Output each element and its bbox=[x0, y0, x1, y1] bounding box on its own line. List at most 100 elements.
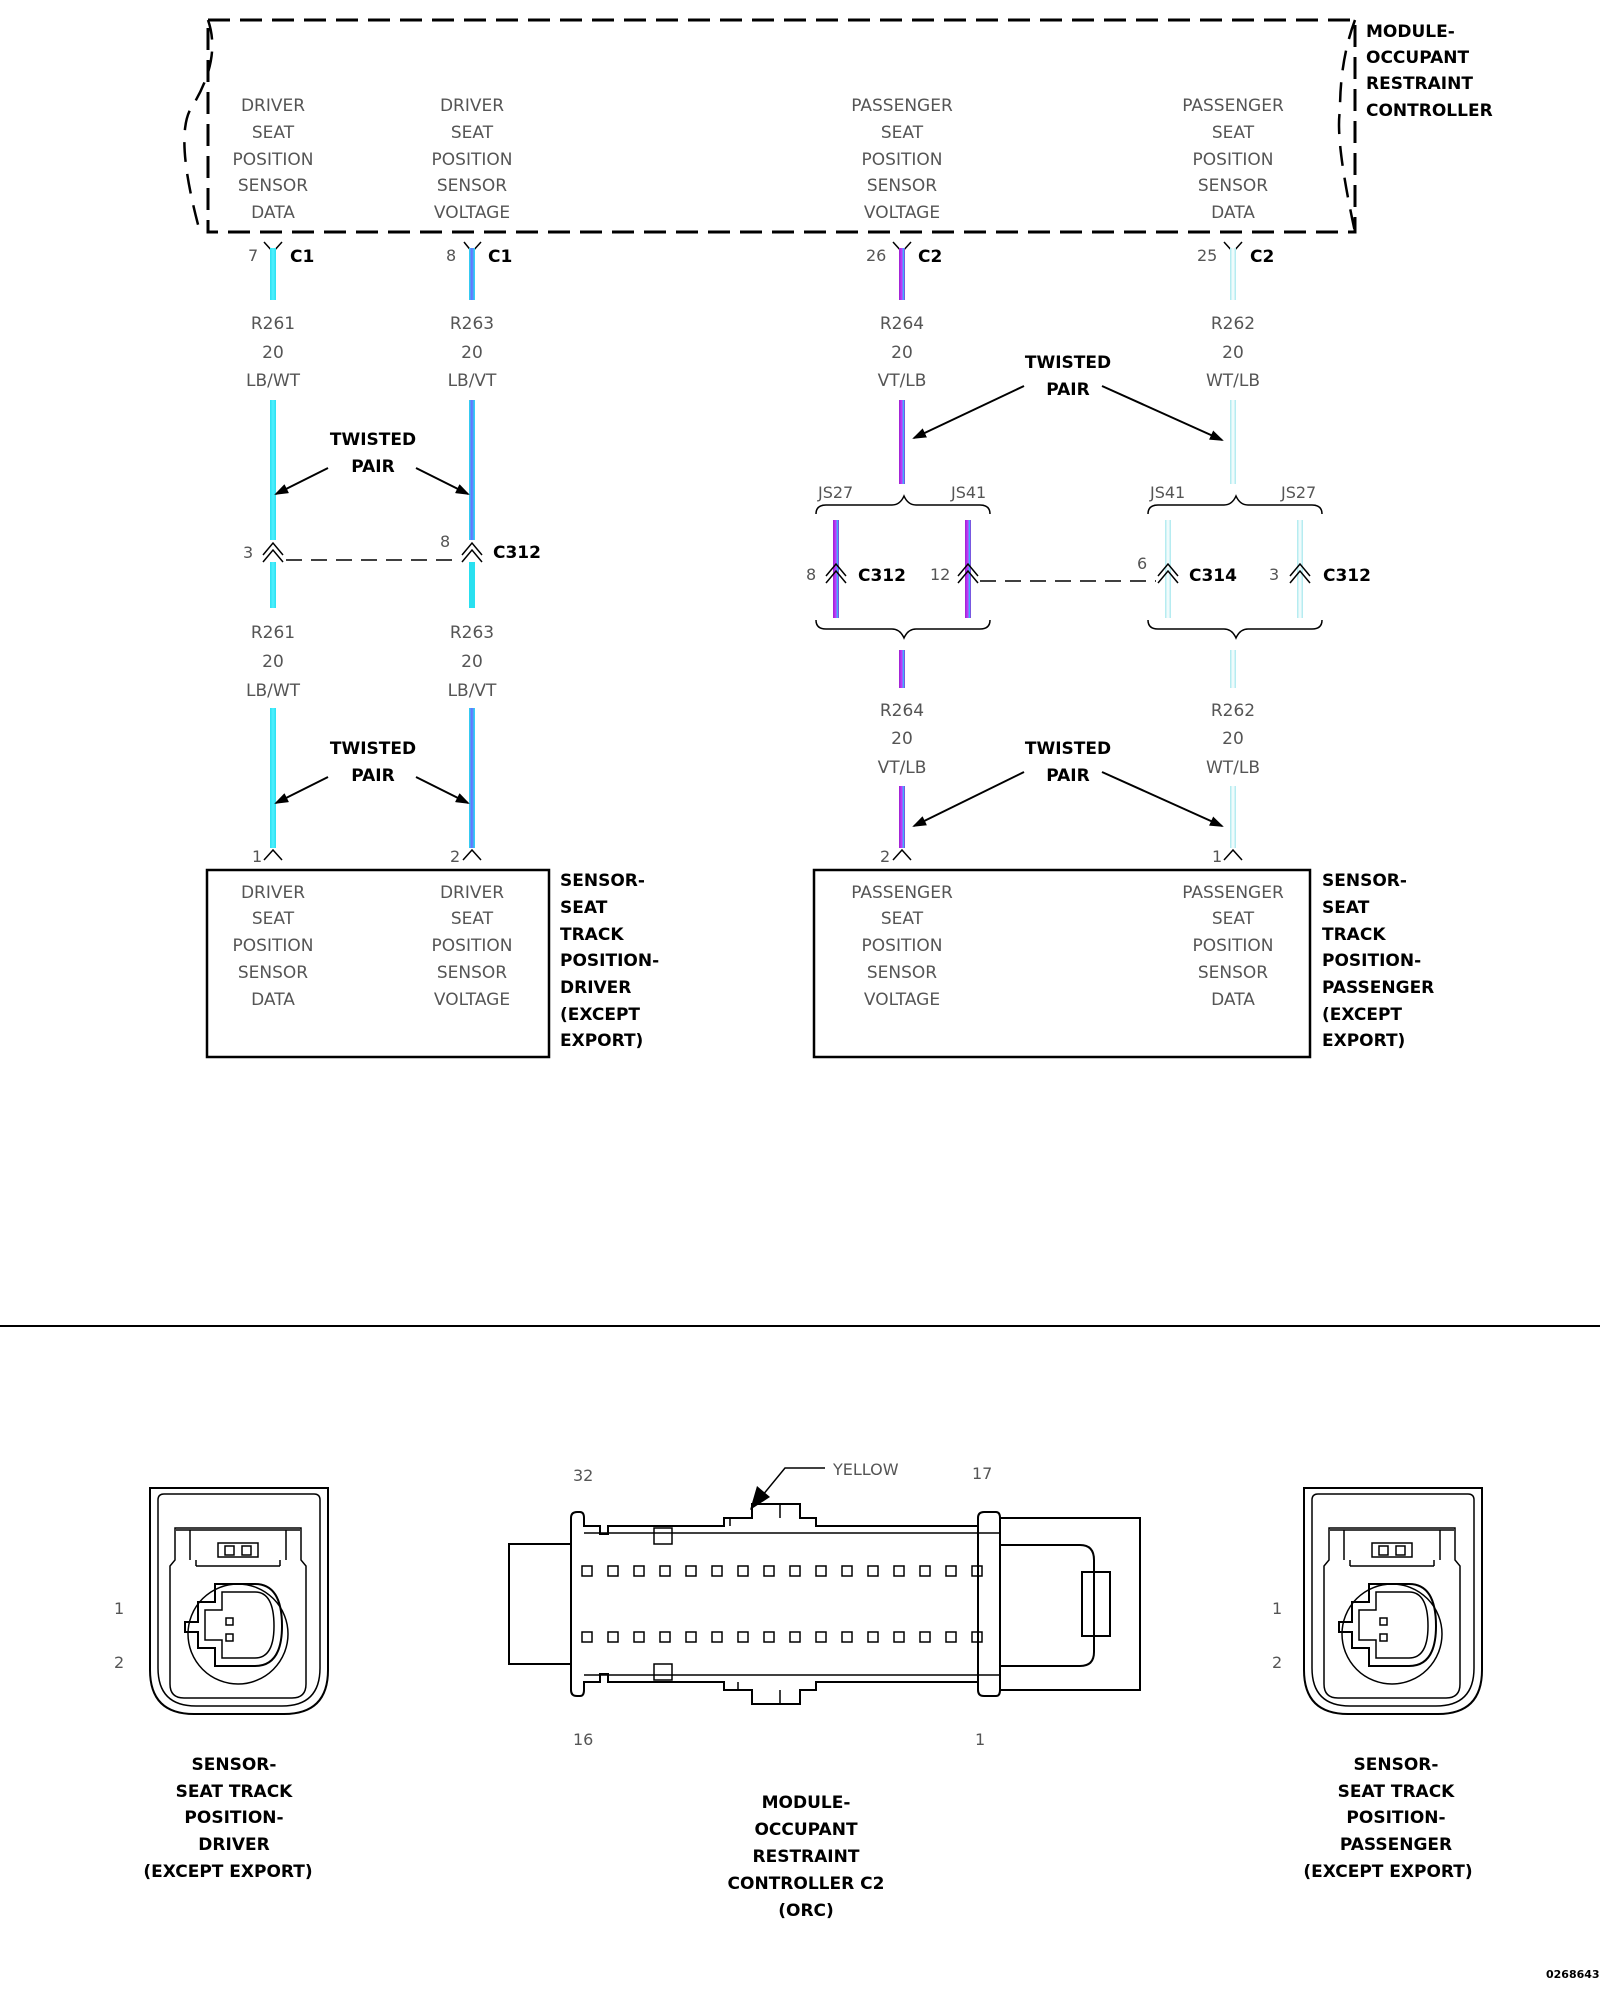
svg-text:OCCUPANT: OCCUPANT bbox=[1366, 48, 1469, 68]
svg-text:LB/VT: LB/VT bbox=[448, 681, 497, 701]
svg-text:DRIVER: DRIVER bbox=[560, 978, 631, 998]
svg-text:SEAT: SEAT bbox=[881, 123, 924, 143]
svg-text:DRIVER: DRIVER bbox=[198, 1835, 269, 1855]
svg-text:DATA: DATA bbox=[1211, 203, 1255, 223]
svg-text:3: 3 bbox=[243, 543, 253, 562]
svg-text:POSITION-: POSITION- bbox=[184, 1808, 283, 1828]
wire-r261-bottom bbox=[270, 708, 276, 848]
svg-text:SEAT: SEAT bbox=[252, 123, 295, 143]
svg-text:C312: C312 bbox=[858, 566, 906, 586]
svg-text:SENSOR: SENSOR bbox=[867, 963, 937, 983]
svg-text:(EXCEPT: (EXCEPT bbox=[1322, 1005, 1402, 1025]
svg-text:DRIVER: DRIVER bbox=[241, 96, 305, 116]
svg-text:C312: C312 bbox=[493, 543, 541, 563]
svg-text:17: 17 bbox=[972, 1464, 992, 1483]
svg-text:1: 1 bbox=[1212, 847, 1222, 866]
svg-text:SEAT: SEAT bbox=[451, 123, 494, 143]
svg-text:R264: R264 bbox=[880, 701, 924, 721]
svg-text:SEAT: SEAT bbox=[1322, 898, 1370, 918]
orc-cavity-markers: 7 C1 8 C1 26 C2 25 C2 bbox=[248, 241, 1274, 267]
svg-text:PASSENGER: PASSENGER bbox=[851, 883, 953, 903]
svg-text:R261: R261 bbox=[251, 314, 295, 334]
svg-text:PAIR: PAIR bbox=[351, 457, 394, 477]
wire-r264-lower bbox=[899, 650, 905, 688]
svg-text:POSITION: POSITION bbox=[432, 150, 513, 170]
orc-pin-label-passenger-data: PASSENGER SEAT POSITION SENSOR DATA bbox=[1182, 96, 1284, 223]
wire-r263-mid bbox=[469, 400, 475, 540]
svg-text:DRIVER: DRIVER bbox=[241, 883, 305, 903]
svg-text:PAIR: PAIR bbox=[351, 766, 394, 786]
svg-text:PASSENGER: PASSENGER bbox=[851, 96, 953, 116]
svg-text:LB/WT: LB/WT bbox=[246, 681, 301, 701]
svg-text:12: 12 bbox=[930, 565, 950, 584]
svg-text:8: 8 bbox=[446, 246, 456, 265]
svg-text:WT/LB: WT/LB bbox=[1206, 371, 1260, 391]
svg-text:SENSOR: SENSOR bbox=[1198, 176, 1268, 196]
sensor-cavity-markers: 1 2 2 1 bbox=[252, 847, 1243, 866]
orc-pin-label-passenger-voltage: PASSENGER SEAT POSITION SENSOR VOLTAGE bbox=[851, 96, 953, 223]
orc-module-title: MODULE- OCCUPANT RESTRAINT CONTROLLER bbox=[1366, 22, 1493, 121]
svg-text:MODULE-: MODULE- bbox=[762, 1793, 851, 1813]
svg-text:SEAT: SEAT bbox=[560, 898, 608, 918]
svg-text:R263: R263 bbox=[450, 623, 494, 643]
svg-text:20: 20 bbox=[461, 343, 483, 363]
svg-text:SENSOR-: SENSOR- bbox=[1354, 1755, 1439, 1775]
svg-text:DRIVER: DRIVER bbox=[440, 883, 504, 903]
svg-text:20: 20 bbox=[891, 343, 913, 363]
svg-text:PASSENGER: PASSENGER bbox=[1340, 1835, 1452, 1855]
svg-text:SEAT: SEAT bbox=[451, 909, 494, 929]
svg-text:POSITION-: POSITION- bbox=[1322, 951, 1421, 971]
svg-text:POSITION-: POSITION- bbox=[560, 951, 659, 971]
svg-text:SEAT: SEAT bbox=[1212, 123, 1255, 143]
svg-text:VOLTAGE: VOLTAGE bbox=[434, 990, 510, 1010]
wire-segments bbox=[270, 248, 1303, 848]
splice-brackets: JS27 JS41 JS41 JS27 bbox=[815, 483, 1323, 640]
svg-text:SEAT: SEAT bbox=[1212, 909, 1255, 929]
svg-text:C1: C1 bbox=[488, 247, 512, 267]
svg-text:LB/WT: LB/WT bbox=[246, 371, 301, 391]
wire-r261-mid bbox=[270, 400, 276, 540]
svg-text:SEAT TRACK: SEAT TRACK bbox=[1338, 1782, 1456, 1802]
wire-r262-bottom bbox=[1230, 786, 1236, 848]
wire-labels: R261 20 LB/WT R263 20 LB/VT R264 20 VT/L… bbox=[246, 314, 1260, 778]
svg-text:POSITION: POSITION bbox=[862, 150, 943, 170]
svg-text:PAIR: PAIR bbox=[1046, 380, 1089, 400]
wire-r264-js41 bbox=[965, 520, 971, 618]
svg-text:SENSOR: SENSOR bbox=[238, 963, 308, 983]
svg-text:JS41: JS41 bbox=[950, 483, 986, 502]
wire-r263-bottom bbox=[469, 708, 475, 848]
svg-text:25: 25 bbox=[1197, 246, 1217, 265]
svg-text:R261: R261 bbox=[251, 623, 295, 643]
wire-r264-mid bbox=[899, 400, 905, 484]
svg-text:OCCUPANT: OCCUPANT bbox=[754, 1820, 857, 1840]
connector-view-passenger: 1 2 SENSOR- SEAT TRACK POSITION- PASSENG… bbox=[1272, 1487, 1483, 1882]
wire-r261-lower bbox=[270, 562, 276, 608]
svg-text:(ORC): (ORC) bbox=[778, 1901, 834, 1921]
svg-text:1: 1 bbox=[252, 847, 262, 866]
sensor-passenger-title: SENSOR- SEAT TRACK POSITION- PASSENGER (… bbox=[1322, 871, 1434, 1051]
wire-r261-top bbox=[270, 248, 276, 300]
svg-text:3: 3 bbox=[1269, 565, 1279, 584]
svg-text:SENSOR: SENSOR bbox=[867, 176, 937, 196]
svg-text:LB/VT: LB/VT bbox=[448, 371, 497, 391]
svg-text:SENSOR: SENSOR bbox=[238, 176, 308, 196]
wire-r263-top bbox=[469, 248, 475, 300]
svg-text:POSITION: POSITION bbox=[233, 936, 314, 956]
svg-text:2: 2 bbox=[114, 1653, 124, 1672]
passenger-inline-connectors: 8 C312 12 6 C314 3 C312 bbox=[806, 554, 1371, 586]
svg-text:1: 1 bbox=[975, 1730, 985, 1749]
svg-text:(EXCEPT EXPORT): (EXCEPT EXPORT) bbox=[143, 1862, 312, 1882]
svg-text:POSITION: POSITION bbox=[1193, 936, 1274, 956]
wire-r262-js41 bbox=[1165, 520, 1171, 618]
svg-text:C2: C2 bbox=[1250, 247, 1274, 267]
svg-text:WT/LB: WT/LB bbox=[1206, 758, 1260, 778]
svg-text:RESTRAINT: RESTRAINT bbox=[753, 1847, 860, 1867]
svg-text:TRACK: TRACK bbox=[560, 925, 624, 945]
orc-module: MODULE- OCCUPANT RESTRAINT CONTROLLER DR… bbox=[183, 18, 1493, 234]
svg-text:R263: R263 bbox=[450, 314, 494, 334]
svg-text:TWISTED: TWISTED bbox=[330, 430, 416, 450]
svg-text:SENSOR: SENSOR bbox=[437, 176, 507, 196]
svg-text:VOLTAGE: VOLTAGE bbox=[864, 990, 940, 1010]
svg-text:SENSOR-: SENSOR- bbox=[192, 1755, 277, 1775]
